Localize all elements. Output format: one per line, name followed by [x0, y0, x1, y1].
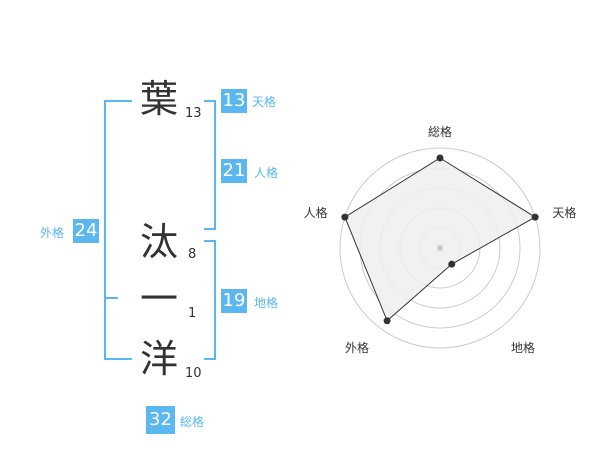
- radar-data-point: [448, 260, 456, 268]
- tenkaku-bracket: [204, 100, 216, 230]
- jinkaku-badge: 21: [221, 159, 247, 183]
- name-char-2: 汰: [140, 220, 179, 264]
- chikaku-bracket: [204, 240, 216, 360]
- radar-axis-label: 地格: [511, 340, 535, 355]
- name-char-4: 洋: [140, 337, 179, 381]
- stroke-count-1: 13: [185, 106, 202, 121]
- radar-series-area: [344, 157, 537, 322]
- chikaku-badge: 19: [221, 289, 247, 313]
- gaikaku-badge: 24: [73, 219, 99, 243]
- radar-axis-label: 総格: [428, 124, 452, 139]
- tenkaku-label: 天格: [252, 95, 277, 109]
- gaikaku-mid-tick: [104, 297, 118, 299]
- radar-axis-label: 天格: [552, 205, 576, 220]
- stroke-count-3: 1: [188, 306, 197, 321]
- radar-data-point: [383, 317, 391, 325]
- chikaku-label: 地格: [254, 296, 279, 310]
- gaikaku-bracket: [104, 100, 132, 360]
- radar-axis-label: 外格: [345, 340, 369, 355]
- stroke-count-2: 8: [188, 247, 197, 262]
- radar-center-dot: [437, 245, 443, 251]
- radar-data-point: [341, 213, 349, 221]
- soukaku-label: 総格: [180, 415, 205, 429]
- radar-data-point: [436, 154, 444, 162]
- name-char-3: 一: [140, 277, 179, 321]
- tenkaku-badge: 13: [221, 89, 247, 113]
- gaikaku-label: 外格: [40, 226, 65, 240]
- jinkaku-label: 人格: [254, 166, 279, 180]
- stroke-count-4: 10: [185, 366, 202, 381]
- soukaku-badge: 32: [146, 406, 175, 434]
- radar-data-point: [531, 213, 539, 221]
- name-char-1: 葉: [140, 77, 179, 121]
- radar-axis-label: 人格: [304, 205, 328, 220]
